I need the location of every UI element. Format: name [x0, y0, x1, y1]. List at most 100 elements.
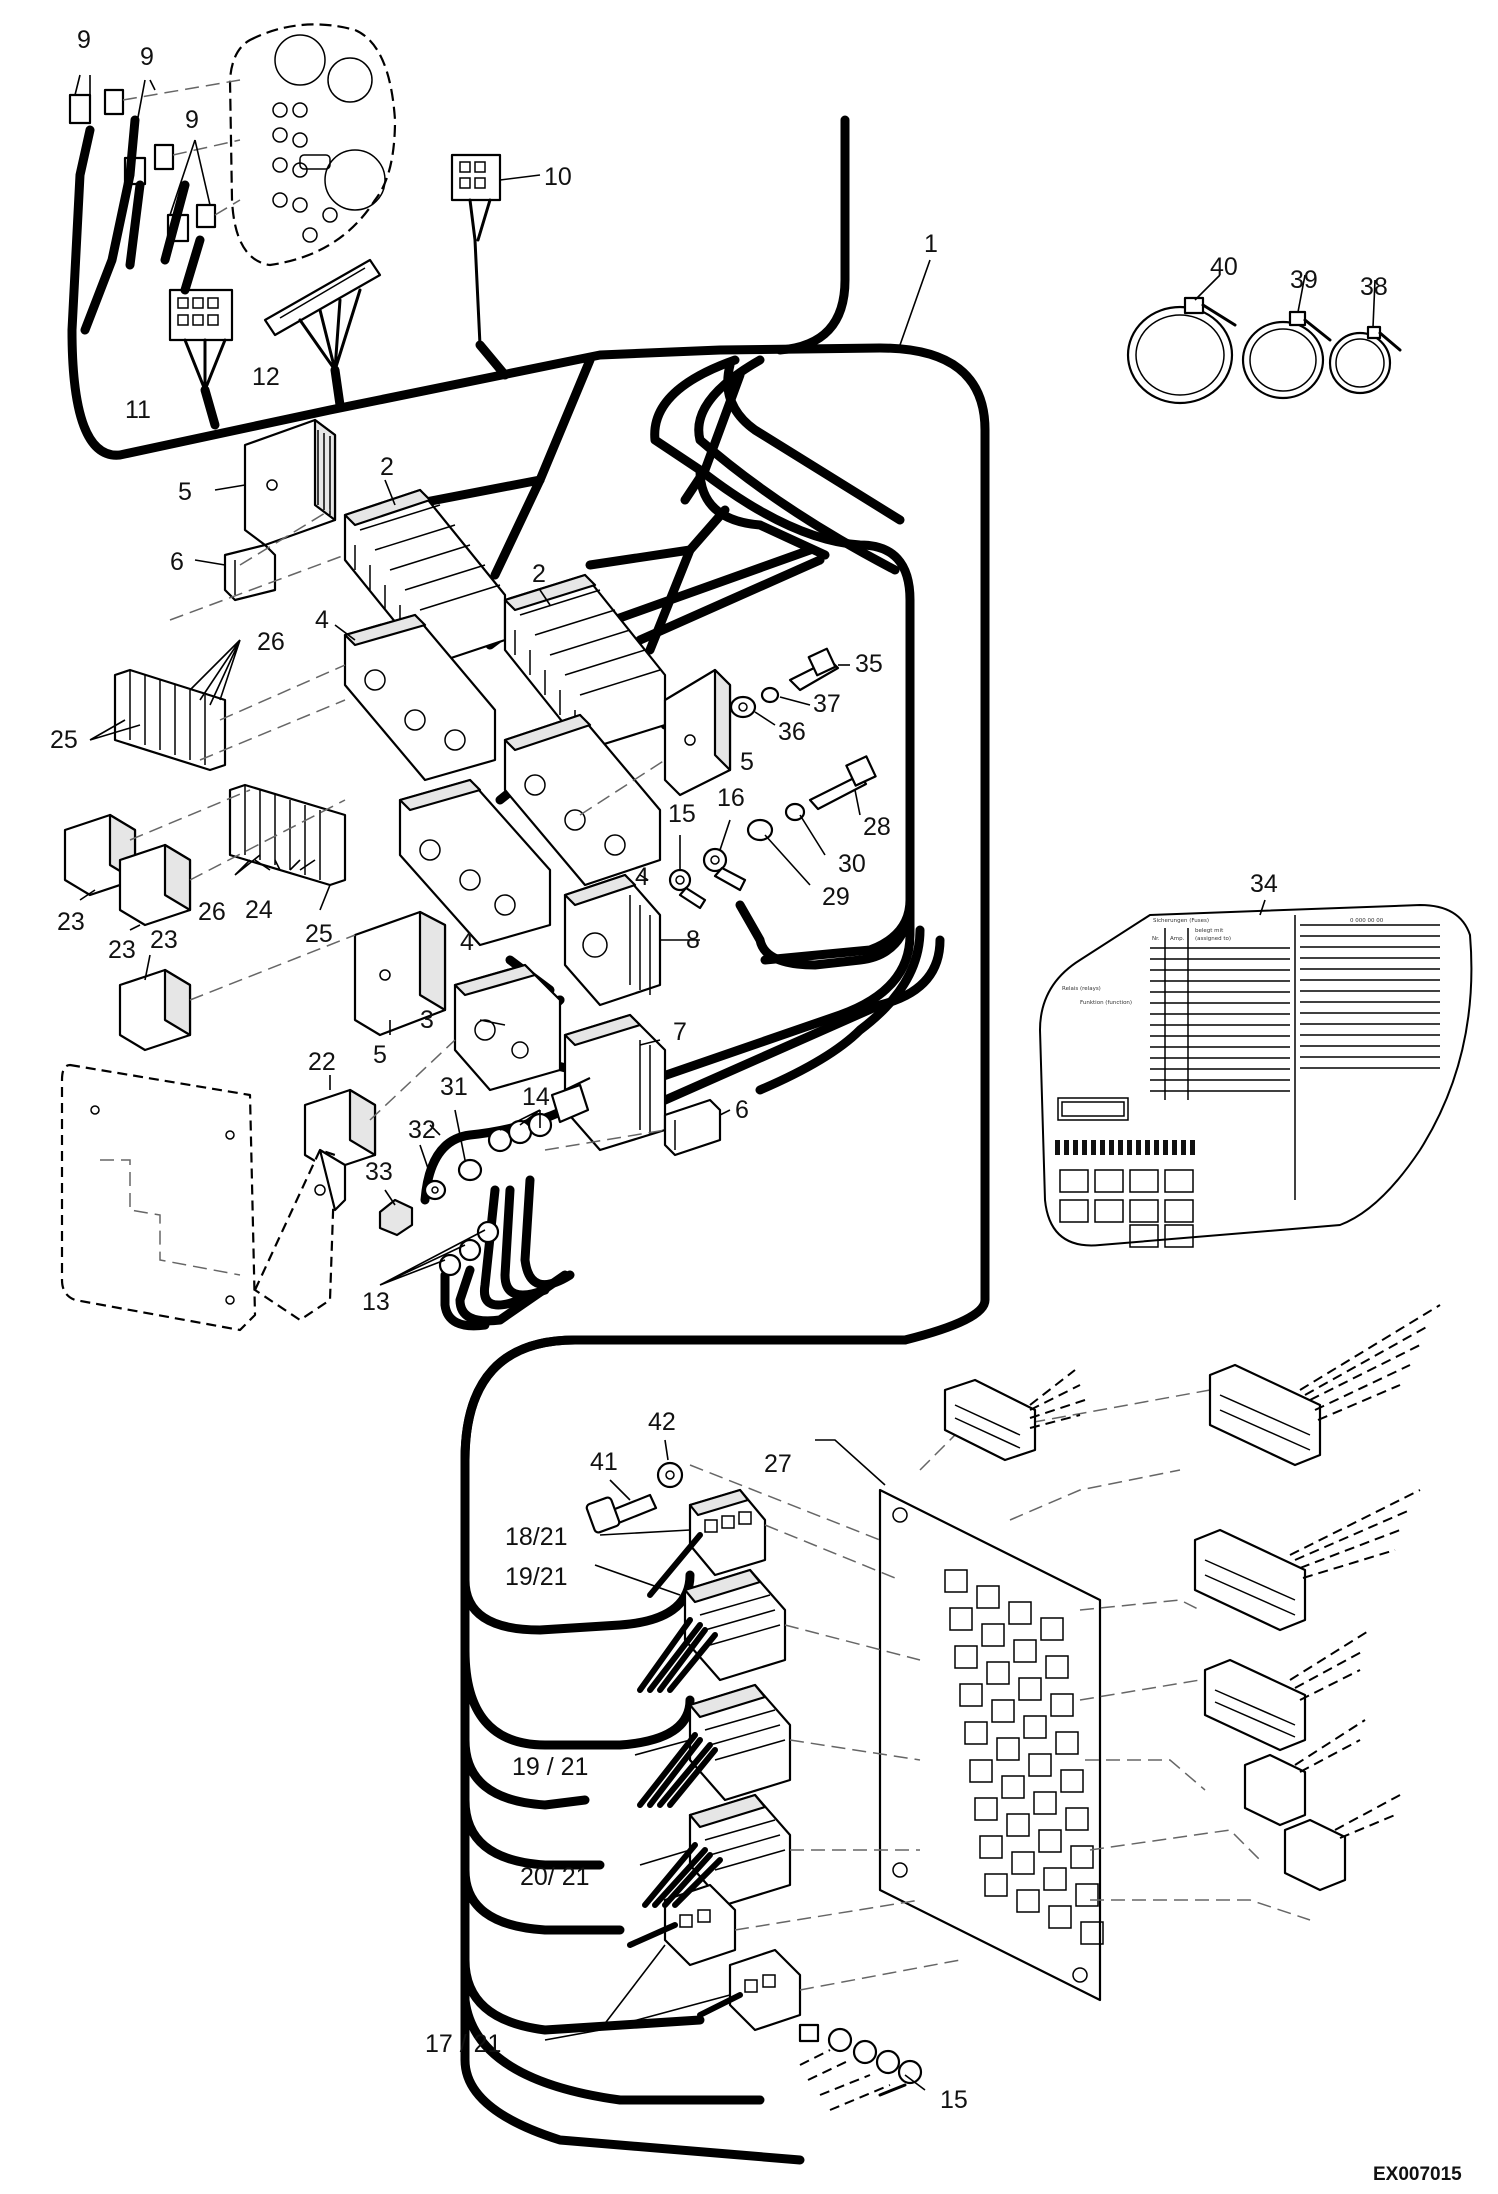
bolt-28 — [808, 755, 877, 811]
callout-28: 28 — [863, 813, 891, 841]
connector-plate-27 — [878, 1488, 1104, 2002]
relay-base-5-right — [663, 668, 732, 797]
plug-connector-r5 — [1243, 1719, 1366, 1827]
plate-slot — [1028, 1753, 1052, 1777]
relay-slot-box — [1129, 1224, 1159, 1248]
fuse-strip-26-lower — [228, 783, 347, 887]
callout-25-b: 25 — [305, 920, 333, 948]
relay-slot-box — [1094, 1169, 1124, 1193]
plate-slot — [1048, 1905, 1072, 1929]
callout-18-21: 18/21 — [505, 1523, 568, 1551]
relay-22 — [303, 1088, 377, 1172]
callout-13: 13 — [362, 1288, 390, 1316]
fuse-col-belegt: belegt mit — [1195, 928, 1224, 934]
plate-slot — [996, 1737, 1020, 1761]
relay-slot-box — [1059, 1199, 1089, 1223]
fuse-pin-mark — [1172, 1140, 1177, 1155]
plate-slot — [1001, 1775, 1025, 1799]
plate-slot — [1055, 1731, 1079, 1755]
plug-connector-r1 — [943, 1369, 1086, 1462]
callout-8: 8 — [686, 926, 700, 954]
callout-22: 22 — [308, 1048, 336, 1076]
callout-9-b: 9 — [140, 43, 154, 71]
plate-slot — [1008, 1601, 1032, 1625]
relay-block-4-b — [503, 713, 662, 887]
relay-block-4-c — [398, 778, 552, 947]
callout-20-21: 20/ 21 — [520, 1863, 590, 1891]
fuse-col-amp: Amp. — [1170, 936, 1185, 942]
fuse-pin-mark — [1073, 1140, 1078, 1155]
callout-27: 27 — [764, 1450, 792, 1478]
plug-connector-r4 — [1203, 1629, 1371, 1752]
connector-10 — [450, 153, 502, 347]
connector-19-21-b — [688, 1683, 792, 1802]
ring-terminals-15-bottom — [798, 2023, 923, 2111]
fuse-pin-mark — [1118, 1140, 1123, 1155]
callout-11: 11 — [125, 396, 151, 424]
callout-6-a: 6 — [170, 548, 184, 576]
callout-14: 14 — [522, 1083, 550, 1111]
relay-base-5-top — [243, 418, 337, 547]
cable-tie-39 — [1241, 310, 1332, 400]
relay-23-c — [118, 968, 192, 1052]
washer-42 — [656, 1461, 684, 1489]
fuse-pin-mark — [1163, 1140, 1168, 1155]
relay-table-header: Relais (relays) — [1062, 986, 1101, 992]
callout-23-c: 23 — [150, 926, 178, 954]
callout-10: 10 — [544, 163, 572, 191]
bolt-35 — [788, 647, 840, 692]
relay-block-3 — [453, 963, 562, 1092]
fuse-col-assigned: (assigned to) — [1195, 936, 1231, 942]
callout-9-c: 9 — [185, 106, 199, 134]
callout-19-21-b: 19 / 21 — [512, 1753, 588, 1781]
connector-20-21 — [688, 1793, 792, 1907]
washer-32 — [423, 1179, 447, 1201]
callout-17-21: 17 / 21 — [425, 2030, 501, 2058]
callout-30: 30 — [838, 850, 866, 878]
callout-4-b: 4 — [635, 863, 649, 891]
plate-slot — [974, 1797, 998, 1821]
callout-41: 41 — [590, 1448, 618, 1476]
callout-15-a: 15 — [668, 800, 696, 828]
callout-2-b: 2 — [532, 560, 546, 588]
connector-9-group — [68, 79, 241, 243]
callout-3: 3 — [420, 1006, 434, 1034]
plate-slot — [1060, 1769, 1084, 1793]
plate-slot — [959, 1683, 983, 1707]
relay-slot-box — [1094, 1199, 1124, 1223]
plate-slot — [964, 1721, 988, 1745]
washer-37 — [760, 686, 780, 704]
connector-12 — [263, 258, 382, 372]
callout-15-b: 15 — [940, 2086, 968, 2114]
plate-slot — [1045, 1655, 1069, 1679]
callout-23-b: 23 — [108, 936, 136, 964]
callout-40: 40 — [1210, 253, 1238, 281]
plate-slot — [1038, 1829, 1062, 1853]
fuse-assignment-label-34: Sicherungen (Fuses) 0 000 00 00 Nr. Amp.… — [1038, 903, 1473, 1248]
ring-terminals-14 — [487, 1077, 591, 1153]
fuse-pin-mark — [1055, 1140, 1060, 1155]
callout-5-a: 5 — [178, 478, 192, 506]
relay-slot-box — [1164, 1199, 1194, 1223]
callout-1: 1 — [924, 230, 938, 258]
callout-38: 38 — [1360, 273, 1388, 301]
callout-33: 33 — [365, 1158, 393, 1186]
ring-terminal-16 — [702, 847, 747, 892]
relay-slot-box — [1129, 1199, 1159, 1223]
callout-34: 34 — [1250, 870, 1278, 898]
plate-slot — [1013, 1639, 1037, 1663]
callout-39: 39 — [1290, 266, 1318, 294]
callout-32: 32 — [408, 1116, 436, 1144]
connector-11 — [168, 288, 234, 392]
plate-slot — [1023, 1715, 1047, 1739]
callout-5-c: 5 — [373, 1041, 387, 1069]
washer-36 — [729, 695, 757, 719]
callout-35: 35 — [855, 650, 883, 678]
fuse-pin-mark — [1082, 1140, 1087, 1155]
callout-23-a: 23 — [57, 908, 85, 936]
callout-36: 36 — [778, 718, 806, 746]
washer-31 — [457, 1158, 483, 1182]
connector-17-21-a — [663, 1883, 737, 1967]
instrument-panel — [228, 23, 397, 267]
ring-terminal-15 — [668, 868, 707, 910]
